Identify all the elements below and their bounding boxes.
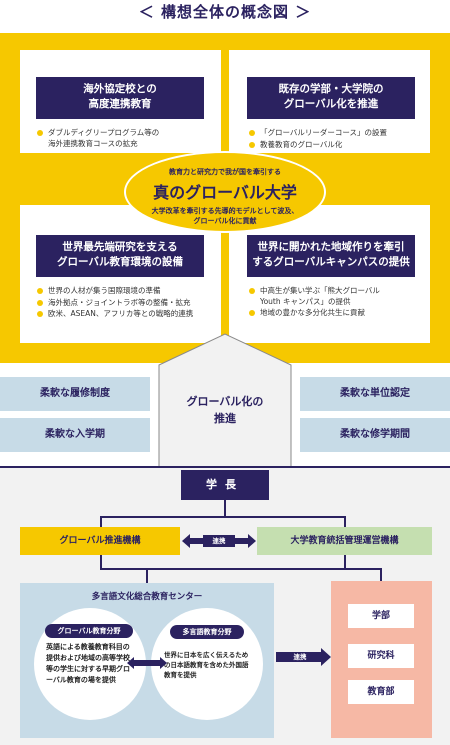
bullet-item: 「グローバルリーダーコース」の設置 — [249, 128, 429, 139]
right-arrow-icon — [276, 648, 331, 666]
bullet-dot — [37, 299, 43, 306]
bullet-dot — [249, 288, 255, 294]
bullet-item: 海外拠点・ジョイントラボ等の整備・拡充 — [37, 298, 217, 309]
core-vision-oval: 教育力と研究力で我が国を牽引する 真のグローバル大学 大学改革を牽引する先導的モ… — [124, 151, 326, 233]
core-vision-title: 真のグローバル大学 — [153, 183, 297, 202]
promotion-arrow-shape — [158, 333, 292, 470]
quadrant-heading-1: 海外協定校との 高度連携教育 — [36, 77, 204, 119]
quadrant-heading-4: 世界に開かれた地域作りを牽引 するグローバルキャンパスの提供 — [247, 235, 415, 277]
link-label: 連携 — [203, 535, 235, 547]
bullet-item: 地域の豊かな多分化共生に貢献 — [249, 308, 429, 319]
bullet-item: 欧米、ASEAN、アフリカ等との戦略的連携 — [37, 309, 217, 320]
global-promotion-organization: グローバル推進機構 — [20, 527, 180, 555]
connector-line — [224, 500, 226, 517]
core-vision-subtext: 大学改革を牽引する先導的モデルとして波及、 グローバル化に貢献 — [151, 207, 299, 225]
bullet-dot — [37, 130, 43, 136]
quadrant-heading-3: 世界最先端研究を支える グローバル教育環境の設備 — [36, 235, 204, 277]
connector-line — [344, 516, 346, 527]
global-education-description: 英語による教養教育科目の提供および地域の高等学校等の学生に対する早期グローバル教… — [46, 643, 130, 684]
quadrant-bullets-1: ダブルディグリープログラム等の 海外連携教育コースの拡充 — [37, 128, 217, 150]
bullet-item: 教養教育のグローバル化 — [249, 140, 429, 151]
quadrant-bullets-3: 世界の人材が集う国際環境の準備 海外拠点・ジョイントラボ等の整備・拡充 欧米、A… — [37, 286, 217, 321]
quadrant-heading-2: 既存の学部・大学院の グローバル化を推進 — [247, 77, 415, 119]
education-division-box: 教育部 — [348, 680, 414, 704]
bullet-dot — [249, 141, 255, 148]
bullet-dot — [249, 310, 255, 316]
connector-line — [100, 516, 102, 527]
bidirectional-arrow-icon — [127, 657, 167, 669]
faculty-box: 学部 — [348, 604, 414, 628]
flexible-study-period: 柔軟な修学期間 — [300, 418, 450, 452]
quadrant-bullets-4: 中高生が集い学ぶ「熊大グローバル Youth キャンパス」の提供 地域の豊かな多… — [249, 286, 429, 320]
bullet-item: 中高生が集い学ぶ「熊大グローバル Youth キャンパス」の提供 — [249, 286, 429, 307]
flexible-admission-period: 柔軟な入学期 — [0, 418, 150, 452]
bullet-dot — [249, 130, 255, 136]
president-box: 学長 — [181, 470, 269, 500]
connector-line — [100, 568, 382, 570]
bullet-item: ダブルディグリープログラム等の 海外連携教育コースの拡充 — [37, 128, 217, 149]
bullet-dot — [37, 311, 43, 317]
flexible-credit-recognition: 柔軟な単位認定 — [300, 377, 450, 411]
link-label-2: 連携 — [293, 653, 307, 661]
flexible-course-system: 柔軟な履修制度 — [0, 377, 150, 411]
multilingual-education-description: 世界に日本を広く伝えるための日本語教育を含めた外国語教育を提供 — [164, 651, 249, 679]
connector-line — [100, 555, 102, 569]
education-management-organization: 大学教育統括管理運営機構 — [257, 527, 432, 555]
bullet-dot — [37, 288, 43, 294]
multilingual-education-heading: 多言語教育分野 — [170, 625, 244, 639]
bullet-item: 世界の人材が集う国際環境の準備 — [37, 286, 217, 297]
global-education-heading: グローバル教育分野 — [45, 624, 133, 638]
multilingual-center-title: 多言語文化総合教育センター — [91, 592, 203, 602]
connector-line — [146, 568, 148, 583]
connector-line — [380, 568, 382, 581]
graduate-school-box: 研究科 — [348, 644, 414, 668]
promotion-label: グローバル化の 推進 — [186, 395, 264, 425]
connector-line — [100, 516, 346, 518]
core-vision-tagline: 教育力と研究力で我が国を牽引する — [169, 168, 281, 176]
quadrant-bullets-2: 「グローバルリーダーコース」の設置 教養教育のグローバル化 — [249, 128, 429, 151]
page-title: ＜ 構想全体の概念図 ＞ — [138, 3, 312, 21]
connector-line — [344, 555, 346, 569]
